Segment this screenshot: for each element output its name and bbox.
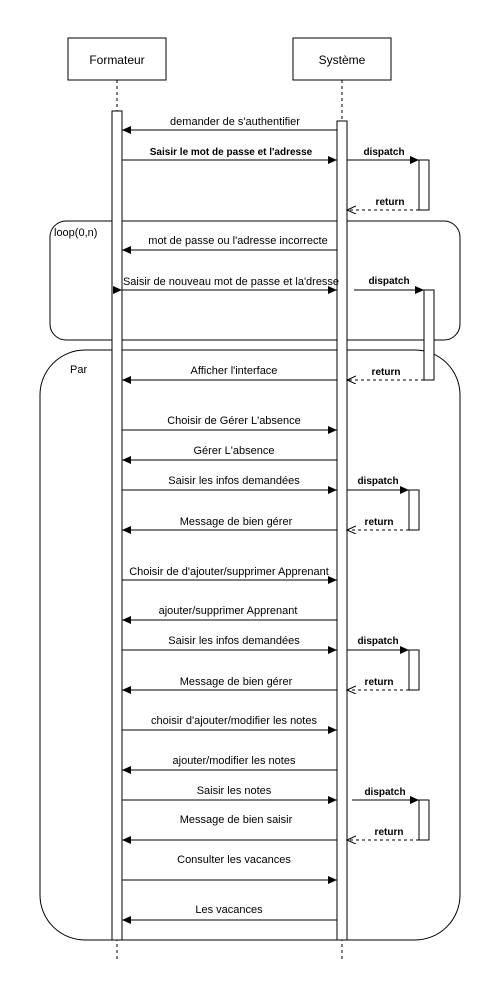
message-label: ajouter/modifier les notes xyxy=(173,755,296,767)
message-label: Message de bien gérer xyxy=(180,676,293,688)
message-10: Gérer L'absence xyxy=(122,445,337,464)
message-3: return xyxy=(347,197,419,210)
message-label: Choisir de d'ajouter/supprimer Apprenant xyxy=(129,566,329,578)
loop-fragment: loop(0,n) xyxy=(49,220,461,341)
message-20: return xyxy=(347,677,409,690)
message-label: Afficher l'interface xyxy=(191,365,278,377)
message-label: Gérer L'absence xyxy=(194,445,275,457)
message-label: dispatch xyxy=(363,147,404,158)
message-label: Saisir les infos demandées xyxy=(168,475,300,487)
message-label: Message de bien saisir xyxy=(180,814,293,826)
message-26: return xyxy=(347,827,419,840)
message-0: demander de s'authentifier xyxy=(122,116,337,134)
participant-label: Système xyxy=(319,53,366,67)
message-label: Saisir les notes xyxy=(197,785,272,797)
activation-bar-systeme xyxy=(336,120,348,941)
message-label: Choisir de Gérer L'absence xyxy=(167,415,301,427)
message-28: Les vacances xyxy=(122,904,337,924)
message-21: choisir d'ajouter/modifier les notes xyxy=(122,715,337,734)
message-13: Message de bien gérer xyxy=(122,516,337,534)
message-label: Consulter les vacances xyxy=(177,854,291,866)
par-fragment: Par xyxy=(39,349,461,941)
message-9: Choisir de Gérer L'absence xyxy=(122,415,337,434)
participant-label: Formateur xyxy=(89,53,144,67)
activation-bar-dispatch xyxy=(408,489,420,531)
participant-systeme: Système xyxy=(292,37,392,81)
message-label: choisir d'ajouter/modifier les notes xyxy=(151,715,317,727)
message-11: Saisir les infos demandées xyxy=(122,475,337,494)
message-25: Message de bien saisir xyxy=(122,814,337,844)
message-15: Choisir de d'ajouter/supprimer Apprenant xyxy=(122,566,337,584)
message-label: dispatch xyxy=(364,787,405,798)
message-8: return xyxy=(347,367,424,380)
message-label: ajouter/supprimer Apprenant xyxy=(159,605,298,617)
message-1: Saisir le mot de passe et l'adresse xyxy=(122,147,337,164)
message-7: Afficher l'interface xyxy=(122,365,337,384)
message-label: return xyxy=(375,827,404,838)
message-label: dispatch xyxy=(368,276,409,287)
message-label: mot de passe ou l'adresse incorrecte xyxy=(148,235,327,247)
message-label: return xyxy=(372,367,401,378)
message-label: Message de bien gérer xyxy=(180,516,293,528)
message-label: return xyxy=(365,517,394,528)
participant-formateur: Formateur xyxy=(67,37,167,81)
activation-bar-dispatch xyxy=(408,649,420,691)
message-22: ajouter/modifier les notes xyxy=(122,755,337,774)
message-2: dispatch xyxy=(347,147,419,164)
message-label: return xyxy=(365,677,394,688)
par-label: Par xyxy=(70,364,87,376)
message-label: demander de s'authentifier xyxy=(170,116,300,128)
activation-bar-dispatch xyxy=(423,289,435,381)
message-label: dispatch xyxy=(357,476,398,487)
message-label: Saisir de nouveau mot de passe et la'dre… xyxy=(123,276,339,288)
message-23: Saisir les notes xyxy=(122,785,337,804)
activation-bar-formateur xyxy=(111,110,123,941)
message-12: dispatch xyxy=(347,476,409,494)
message-14: return xyxy=(347,517,409,530)
message-label: Saisir les infos demandées xyxy=(168,635,300,647)
message-19: Message de bien gérer xyxy=(122,676,337,694)
message-17: Saisir les infos demandées xyxy=(122,635,337,654)
message-label: return xyxy=(376,197,405,208)
message-24: dispatch xyxy=(352,787,419,804)
activation-bar-dispatch xyxy=(418,159,430,211)
message-4: mot de passe ou l'adresse incorrecte xyxy=(122,235,337,254)
message-label: Saisir le mot de passe et l'adresse xyxy=(150,147,313,158)
activation-bar-dispatch xyxy=(418,799,430,841)
message-6: dispatch xyxy=(354,276,424,294)
message-18: dispatch xyxy=(347,636,409,654)
message-label: dispatch xyxy=(357,636,398,647)
message-27: Consulter les vacances xyxy=(122,854,337,884)
loop-label: loop(0,n) xyxy=(54,227,97,239)
message-label: Les vacances xyxy=(195,904,263,916)
message-16: ajouter/supprimer Apprenant xyxy=(122,605,337,624)
message-5: Saisir de nouveau mot de passe et la'dre… xyxy=(113,276,339,294)
